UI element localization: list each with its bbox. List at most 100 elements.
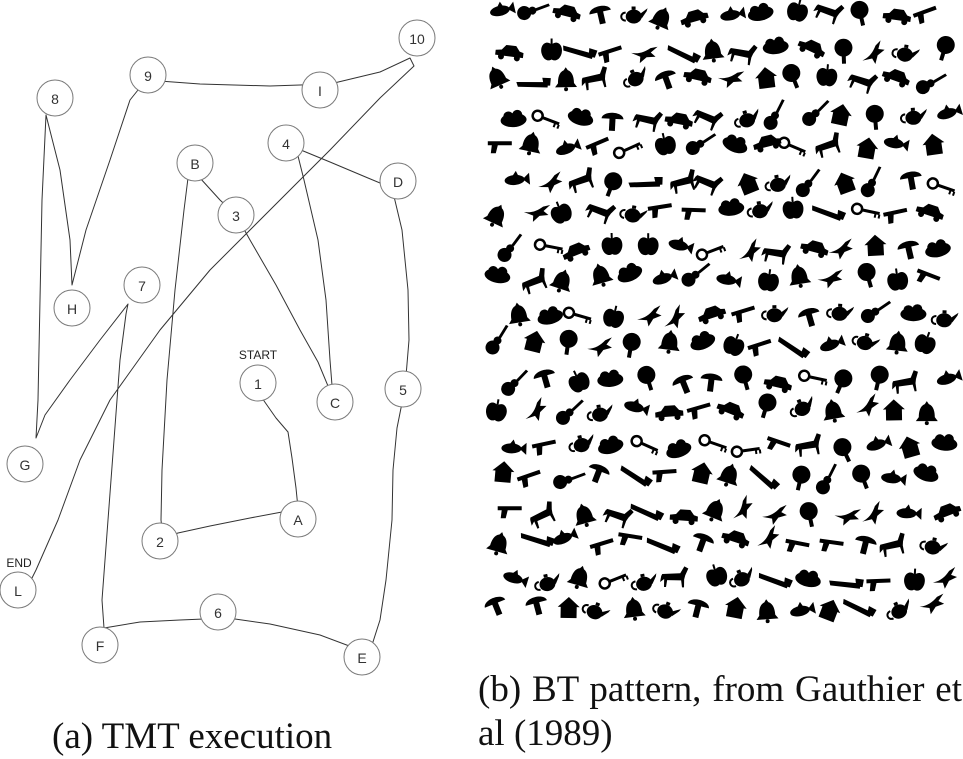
apple-icon [758,269,779,292]
tmt-node-label: 6 [214,605,222,621]
fish-icon [936,369,963,385]
saw-icon [758,572,793,589]
bell-icon [915,401,938,426]
bird-icon [538,171,563,194]
horse-icon [815,132,841,159]
bell-icon [701,499,723,522]
bird-icon [828,238,853,260]
saw-icon [778,336,811,359]
gun-icon [589,538,614,556]
horse-icon [530,501,556,529]
teapot-icon [586,404,613,422]
mushroom-icon [589,5,611,25]
gun-icon [912,5,937,25]
key-icon [531,109,560,129]
gun-icon [487,141,512,154]
key-icon [926,177,956,196]
cloud-icon [747,2,774,22]
house-icon [864,234,887,257]
cloud-icon [690,330,716,351]
tree-icon [782,63,801,89]
bell-icon [509,302,531,327]
teapot-icon [826,303,855,321]
bird-icon [631,46,658,64]
fish-icon [553,527,579,545]
horse-icon [522,267,548,295]
fish-icon [556,138,582,156]
car-icon [800,240,829,259]
cloud-icon [598,435,624,455]
apple-icon [816,64,838,87]
tmt-node-f: F [81,626,119,664]
bell-icon [482,204,505,228]
saw-icon [812,205,847,221]
tmt-node-2: 2 [141,522,179,560]
apple-icon [723,333,745,356]
bird-icon [856,393,880,417]
bird-icon [932,566,958,589]
guitar-icon [555,399,584,425]
key-icon [698,433,728,453]
tmt-node-label: 2 [156,534,164,550]
fish-icon [896,504,922,520]
mushroom-icon [897,240,920,260]
saw-icon [829,578,864,589]
fish-icon [668,236,695,255]
fish-icon [490,1,516,17]
tmt-node-1: 1 [239,364,277,402]
car-icon [680,9,709,28]
tmt-node-label: E [357,650,366,666]
guitar-icon [815,463,837,495]
bell-icon [549,269,570,293]
house-icon [856,137,879,160]
tmt-node-label: A [293,512,303,528]
cloud-icon [718,198,745,216]
guitar-icon [860,166,882,198]
house-icon [882,399,905,421]
key-icon [850,202,881,219]
apple-icon [603,305,625,328]
guitar-icon [860,300,892,323]
bell-icon [823,398,846,423]
saw-icon [630,503,665,522]
apple-icon [654,132,676,156]
teapot-icon [630,573,657,591]
apple-icon [787,0,808,22]
fish-icon [720,6,747,21]
tmt-node-b: B [176,144,214,182]
mushroom-icon [533,369,555,389]
horse-icon [795,433,821,457]
fish-icon [503,569,530,589]
tmt-node-h: H [53,289,91,327]
horse-icon [602,508,634,529]
tree-icon [834,369,853,394]
saw-icon [646,537,681,555]
horse-icon [892,370,918,394]
saw-icon [628,176,663,188]
mushroom-icon [687,599,709,619]
bell-icon [489,66,511,90]
house-icon [492,461,515,483]
teapot-icon [919,537,949,555]
apple-icon [601,232,623,255]
apple-icon [486,399,507,422]
car-icon [664,112,693,130]
gun-icon [686,402,711,420]
bird-icon [733,494,753,519]
cloud-icon [666,439,692,459]
car-icon [881,69,910,88]
tmt-node-3: 3 [217,196,255,234]
car-icon [669,509,698,526]
guitar-icon [795,168,821,198]
teapot-icon [652,601,682,619]
mushroom-icon [484,596,506,616]
house-icon [725,597,747,620]
tree-icon [799,502,818,528]
tree-icon [559,329,578,355]
tmt-node-label: 3 [232,208,240,224]
bird-icon [523,204,551,222]
tmt-node-label: 8 [51,91,59,107]
teapot-icon [789,395,813,418]
teapot-icon [729,566,753,588]
